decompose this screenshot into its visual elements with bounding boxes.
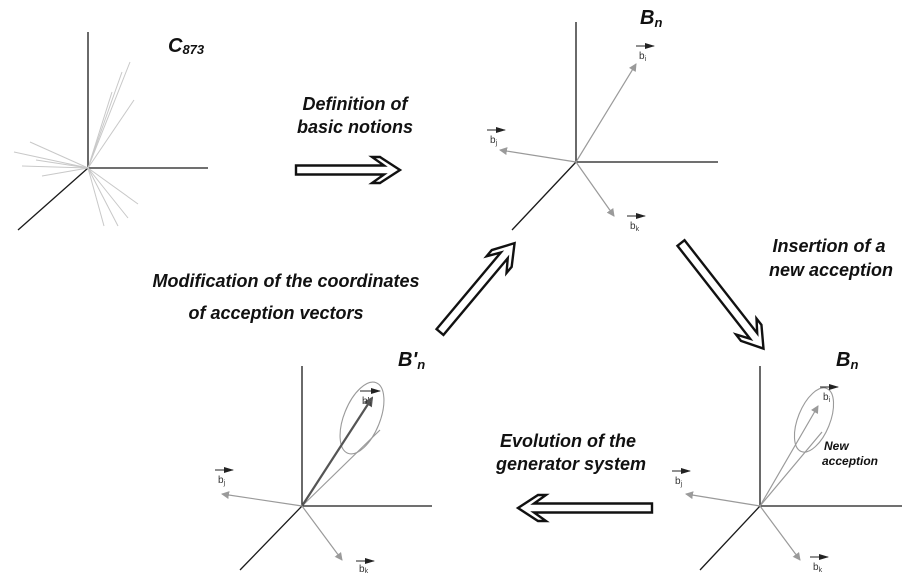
basis-vector-bk (575, 161, 615, 217)
axes-bprime-n (239, 366, 432, 571)
svg-text:new acception: new acception (769, 260, 893, 280)
basis-vector-bk (759, 505, 801, 561)
acception-vector-cluster (13, 61, 139, 227)
axes-c873 (17, 32, 208, 231)
label-bj: bj (487, 127, 506, 147)
svg-text:bj: bj (490, 135, 498, 147)
label-bi: bi (820, 384, 839, 404)
new-acception-label-line2: acception (822, 454, 878, 468)
space-bn-title: Bn (640, 7, 662, 30)
modified-acception-highlight (339, 381, 385, 455)
basis-vector-bj (685, 491, 761, 507)
svg-text:bk: bk (813, 562, 823, 573)
space-c873-panel: C873 (13, 32, 208, 231)
basis-vector-bj (499, 147, 577, 163)
modified-basis-vector-bi-prime (301, 396, 374, 507)
space-c873-title: C873 (168, 35, 205, 57)
new-acception-label: New (824, 439, 849, 453)
label-bj: bj (672, 468, 691, 488)
svg-text:Evolution of the: Evolution of the (500, 431, 636, 451)
svg-text:bi: bi (823, 392, 831, 404)
new-acception-highlight (793, 387, 835, 453)
svg-text:Definition of: Definition of (303, 94, 410, 114)
space-bprime-n-title: B'n (398, 349, 425, 372)
basis-vector-bi (575, 63, 637, 163)
modification-arrow (434, 241, 516, 337)
label-bi: bi (636, 43, 655, 63)
insertion-caption: Insertion of a new acception (769, 236, 893, 280)
label-bk: bk (810, 554, 829, 573)
svg-text:basic notions: basic notions (297, 117, 413, 137)
acception-vector (301, 429, 381, 507)
svg-text:bj: bj (675, 476, 683, 488)
definition-arrow (294, 155, 403, 185)
svg-text:bi: bi (639, 51, 647, 63)
definition-caption: Definition of basic notions (297, 94, 413, 137)
basis-vector-bk (301, 505, 343, 561)
svg-text:bk: bk (359, 564, 369, 573)
new-acception-vector (759, 431, 823, 507)
axes-bn-inserted (699, 366, 902, 571)
evolution-caption: Evolution of the generator system (495, 431, 646, 474)
basis-vector-bj (221, 491, 303, 507)
space-bn-inserted-title: Bn (836, 349, 858, 372)
label-bk: bk (627, 213, 646, 233)
evolution-arrow (515, 493, 654, 523)
basis-vector-bi (759, 405, 819, 507)
svg-text:generator system: generator system (495, 454, 646, 474)
svg-text:b'i: b'i (362, 396, 371, 408)
svg-text:Modification of the coordinate: Modification of the coordinates (152, 271, 419, 291)
space-bn-inserted-panel: bi bj bk New acception Bn (672, 349, 902, 573)
svg-text:Insertion of a: Insertion of a (772, 236, 885, 256)
space-bn-panel: bi bj bk Bn (487, 7, 718, 233)
svg-text:bk: bk (630, 221, 640, 233)
svg-text:of acception vectors: of acception vectors (188, 303, 363, 323)
svg-text:bj: bj (218, 475, 226, 487)
space-bprime-n-panel: b'i bj bk B'n (215, 349, 432, 573)
label-bi-prime: b'i (360, 388, 381, 408)
label-bj: bj (215, 467, 234, 487)
axes-bn (511, 22, 718, 231)
insertion-arrow (675, 238, 765, 351)
modification-caption: Modification of the coordinates of accep… (152, 271, 419, 323)
label-bk: bk (356, 558, 375, 573)
